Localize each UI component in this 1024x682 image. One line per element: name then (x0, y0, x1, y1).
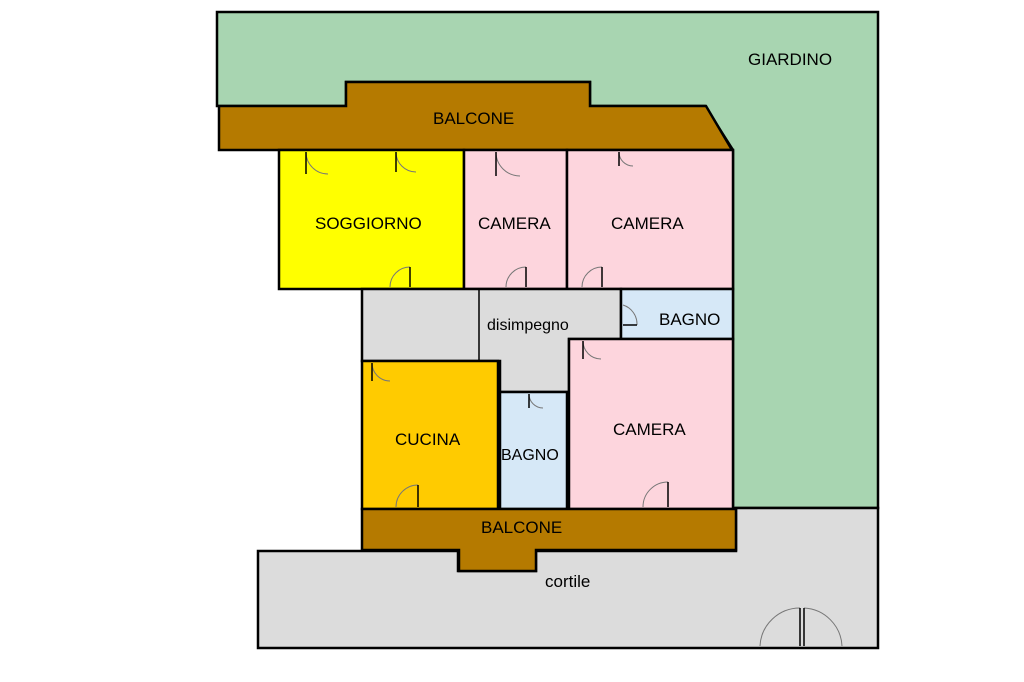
label-balcone-bottom: BALCONE (481, 518, 562, 537)
label-giardino: GIARDINO (748, 50, 832, 69)
label-camera-1: CAMERA (478, 214, 551, 233)
label-soggiorno: SOGGIORNO (315, 214, 422, 233)
door-swings (305, 151, 843, 647)
balcony-bottom (360, 507, 738, 573)
label-bagno-1: BAGNO (659, 310, 720, 329)
label-cucina: CUCINA (395, 430, 461, 449)
label-camera-3: CAMERA (613, 420, 686, 439)
label-camera-2: CAMERA (611, 214, 684, 233)
label-bagno-2: BAGNO (501, 447, 559, 464)
label-balcone-top: BALCONE (433, 109, 514, 128)
room-camera-2 (565, 148, 735, 291)
room-bagno-2 (498, 390, 569, 511)
room-camera-1 (462, 148, 569, 291)
label-disimpegno: disimpegno (487, 317, 569, 334)
room-cucina (360, 359, 500, 511)
label-cortile: cortile (545, 572, 590, 591)
